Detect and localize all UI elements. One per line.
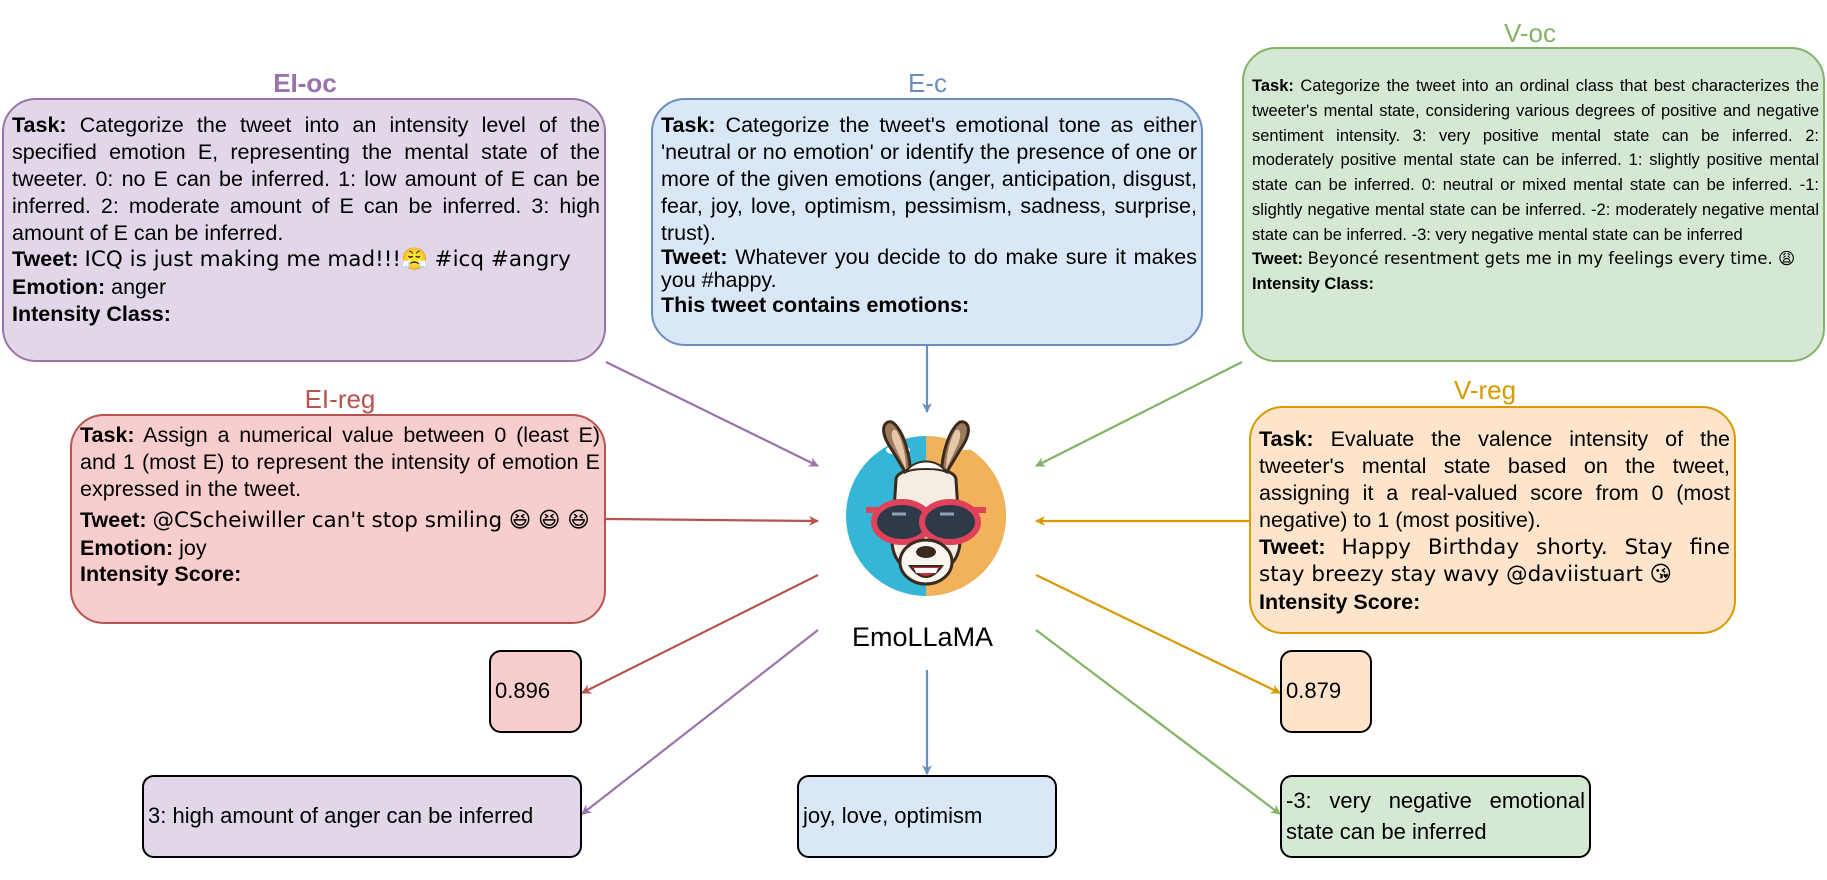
arrow-eireg-out	[581, 574, 819, 694]
ec-tweet-text: Whatever you decide to do make sure it m…	[661, 245, 1197, 292]
eireg-score-label: Intensity Score:	[80, 562, 242, 587]
vreg-output-box: 0.879	[1280, 650, 1372, 733]
ec-tweet-label: Tweet:	[661, 245, 728, 270]
eireg-title: EI-reg	[304, 384, 376, 414]
arrow-eioc-in	[605, 361, 819, 467]
vreg-task-label: Task:	[1259, 427, 1314, 451]
eioc-emotion-value: anger	[111, 275, 167, 300]
eioc-tweet-text: ICQ is just making me mad!!!😤 #icq #angr…	[84, 247, 571, 273]
vreg-task-text: Evaluate the valence intensity of the tw…	[1259, 427, 1730, 532]
ec-output-box: joy, love, optimism	[797, 775, 1057, 858]
eireg-emotion-label: Emotion:	[80, 535, 174, 560]
eireg-emotion-value: joy	[179, 535, 207, 560]
arrow-voc-in	[1035, 361, 1243, 467]
arrow-eireg-in	[605, 515, 819, 526]
vreg-title: V-reg	[1453, 375, 1517, 405]
voc-class-label: Intensity Class:	[1252, 275, 1374, 293]
voc-output-text: -3: very negative emotional state can be…	[1286, 787, 1585, 844]
ec-output-text: joy, love, optimism	[803, 803, 983, 829]
eioc-task-label: Task:	[12, 113, 67, 137]
eioc-prompt-box: Task: Categorize the tweet into an inten…	[2, 98, 606, 362]
arrow-voc-out	[1035, 629, 1281, 815]
eireg-task-label: Task:	[80, 423, 135, 447]
vreg-score-label: Intensity Score:	[1259, 590, 1421, 615]
ec-title: E-c	[908, 68, 947, 98]
arrow-eioc-out	[581, 629, 819, 815]
voc-output-box: -3: very negative emotional state can be…	[1280, 775, 1591, 858]
emollama-label: EmoLLaMA	[852, 622, 994, 652]
vreg-output-text: 0.879	[1286, 678, 1342, 704]
vreg-prompt-box: Task: Evaluate the valence intensity of …	[1249, 406, 1736, 634]
emollama-logo	[826, 410, 1026, 610]
ec-task-text: Categorize the tweet's emotional tone as…	[661, 113, 1197, 245]
eireg-tweet-label: Tweet:	[80, 507, 147, 532]
voc-title: V-oc	[1503, 18, 1557, 48]
voc-task-label: Task:	[1252, 77, 1294, 95]
vreg-tweet-text: Happy Birthday shorty. Stay fine stay br…	[1259, 534, 1730, 588]
voc-prompt-box: Task: Categorize the tweet into an ordin…	[1242, 47, 1825, 362]
eioc-title: EI-oc	[273, 68, 337, 98]
eireg-tweet-text: @CScheiwiller can't stop smiling 😆 😆 😆	[152, 507, 590, 533]
ec-prompt-box: Task: Categorize the tweet's emotional t…	[651, 98, 1203, 346]
arrow-vreg-out	[1035, 574, 1281, 694]
eireg-prompt-box: Task: Assign a numerical value between 0…	[70, 414, 606, 624]
llama-with-sunglasses-icon	[846, 420, 1006, 596]
eioc-emotion-label: Emotion:	[12, 275, 106, 300]
eireg-task-text: Assign a numerical value between 0 (leas…	[80, 423, 600, 501]
vreg-tweet-label: Tweet:	[1259, 534, 1326, 559]
ec-contains-label: This tweet contains emotions:	[661, 292, 970, 317]
voc-task-text: Categorize the tweet into an ordinal cla…	[1252, 77, 1819, 244]
eioc-tweet-label: Tweet:	[12, 247, 79, 272]
voc-tweet-text: Beyoncé resentment gets me in my feeling…	[1307, 249, 1796, 269]
eioc-class-label: Intensity Class:	[12, 302, 171, 327]
ec-task-label: Task:	[661, 113, 716, 137]
eireg-output-box: 0.896	[489, 650, 582, 733]
eioc-output-text: 3: high amount of anger can be inferred	[148, 803, 534, 829]
eioc-output-box: 3: high amount of anger can be inferred	[142, 775, 582, 858]
voc-tweet-label: Tweet:	[1252, 250, 1304, 269]
eireg-output-text: 0.896	[495, 678, 551, 704]
eioc-task-text: Categorize the tweet into an intensity l…	[12, 113, 600, 245]
